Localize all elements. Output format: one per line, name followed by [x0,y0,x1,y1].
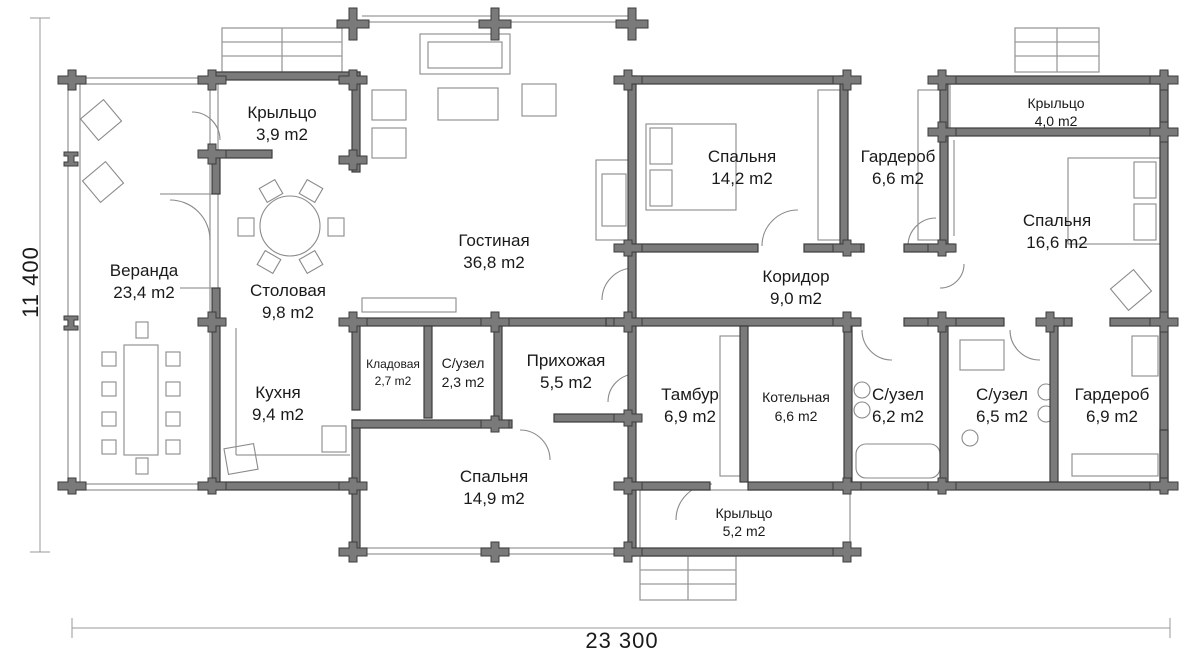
room-name-garderob-top: Гардероб [861,147,936,166]
room-name-suzel-1: С/узел [872,385,924,404]
room-area-suzel-1: 6,2 m2 [872,407,924,426]
thin-outlines [67,15,1167,601]
room-area-kotelnaya: 6,6 m2 [775,408,818,424]
room-area-veranda: 23,4 m2 [113,283,174,302]
furniture [79,33,1161,521]
room-name-stolovaya: Столовая [250,281,326,300]
room-name-tambur: Тамбур [661,385,719,404]
room-area-spalnya-right: 16,6 m2 [1026,233,1087,252]
room-name-koridor: Коридор [762,267,829,286]
room-name-krylco-right: Крыльцо [1027,95,1084,111]
room-area-garderob-top: 6,6 m2 [872,169,924,188]
room-name-spalnya-right: Спальня [1023,211,1091,230]
room-area-kukhnya: 9,4 m2 [252,405,304,424]
room-name-krylco-left: Крыльцо [247,103,316,122]
room-area-krylco-bottom: 5,2 m2 [723,523,766,539]
room-name-kotelnaya: Котельная [762,389,830,405]
room-area-gostinaya: 36,8 m2 [463,253,524,272]
room-area-suzel-small: 2,3 m2 [442,374,485,390]
room-area-prikhozhaya: 5,5 m2 [540,373,592,392]
room-name-krylco-bottom: Крыльцо [715,505,772,521]
room-area-spalnya-top: 14,2 m2 [711,169,772,188]
room-area-spalnya-bottom: 14,9 m2 [463,489,524,508]
room-name-kukhnya: Кухня [255,383,301,402]
room-name-garderob-right: Гардероб [1075,385,1150,404]
room-labels: Крыльцо 3,9 m2 Веранда 23,4 m2 Столовая … [110,95,1150,539]
room-name-kladovaya: Кладовая [366,357,420,371]
room-name-gostinaya: Гостиная [458,231,529,250]
room-name-suzel-2: С/узел [976,385,1028,404]
dimension-lines [30,17,1171,638]
room-name-prikhozhaya: Прихожая [527,351,606,370]
room-name-veranda: Веранда [110,261,179,280]
room-area-koridor: 9,0 m2 [770,289,822,308]
room-area-krylco-left: 3,9 m2 [256,125,308,144]
room-name-suzel-small: С/узел [442,355,485,371]
height-dimension-label: 11 400 [18,246,43,318]
room-area-tambur: 6,9 m2 [664,407,716,426]
log-corner-joints [57,7,1179,563]
room-name-spalnya-bottom: Спальня [460,467,528,486]
room-area-suzel-2: 6,5 m2 [976,407,1028,426]
room-area-krylco-right: 4,0 m2 [1035,113,1078,129]
room-name-spalnya-top: Спальня [708,147,776,166]
width-dimension-label: 23 300 [585,628,658,653]
room-area-garderob-right: 6,9 m2 [1086,407,1138,426]
room-area-kladovaya: 2,7 m2 [375,374,412,388]
room-area-stolovaya: 9,8 m2 [262,303,314,322]
